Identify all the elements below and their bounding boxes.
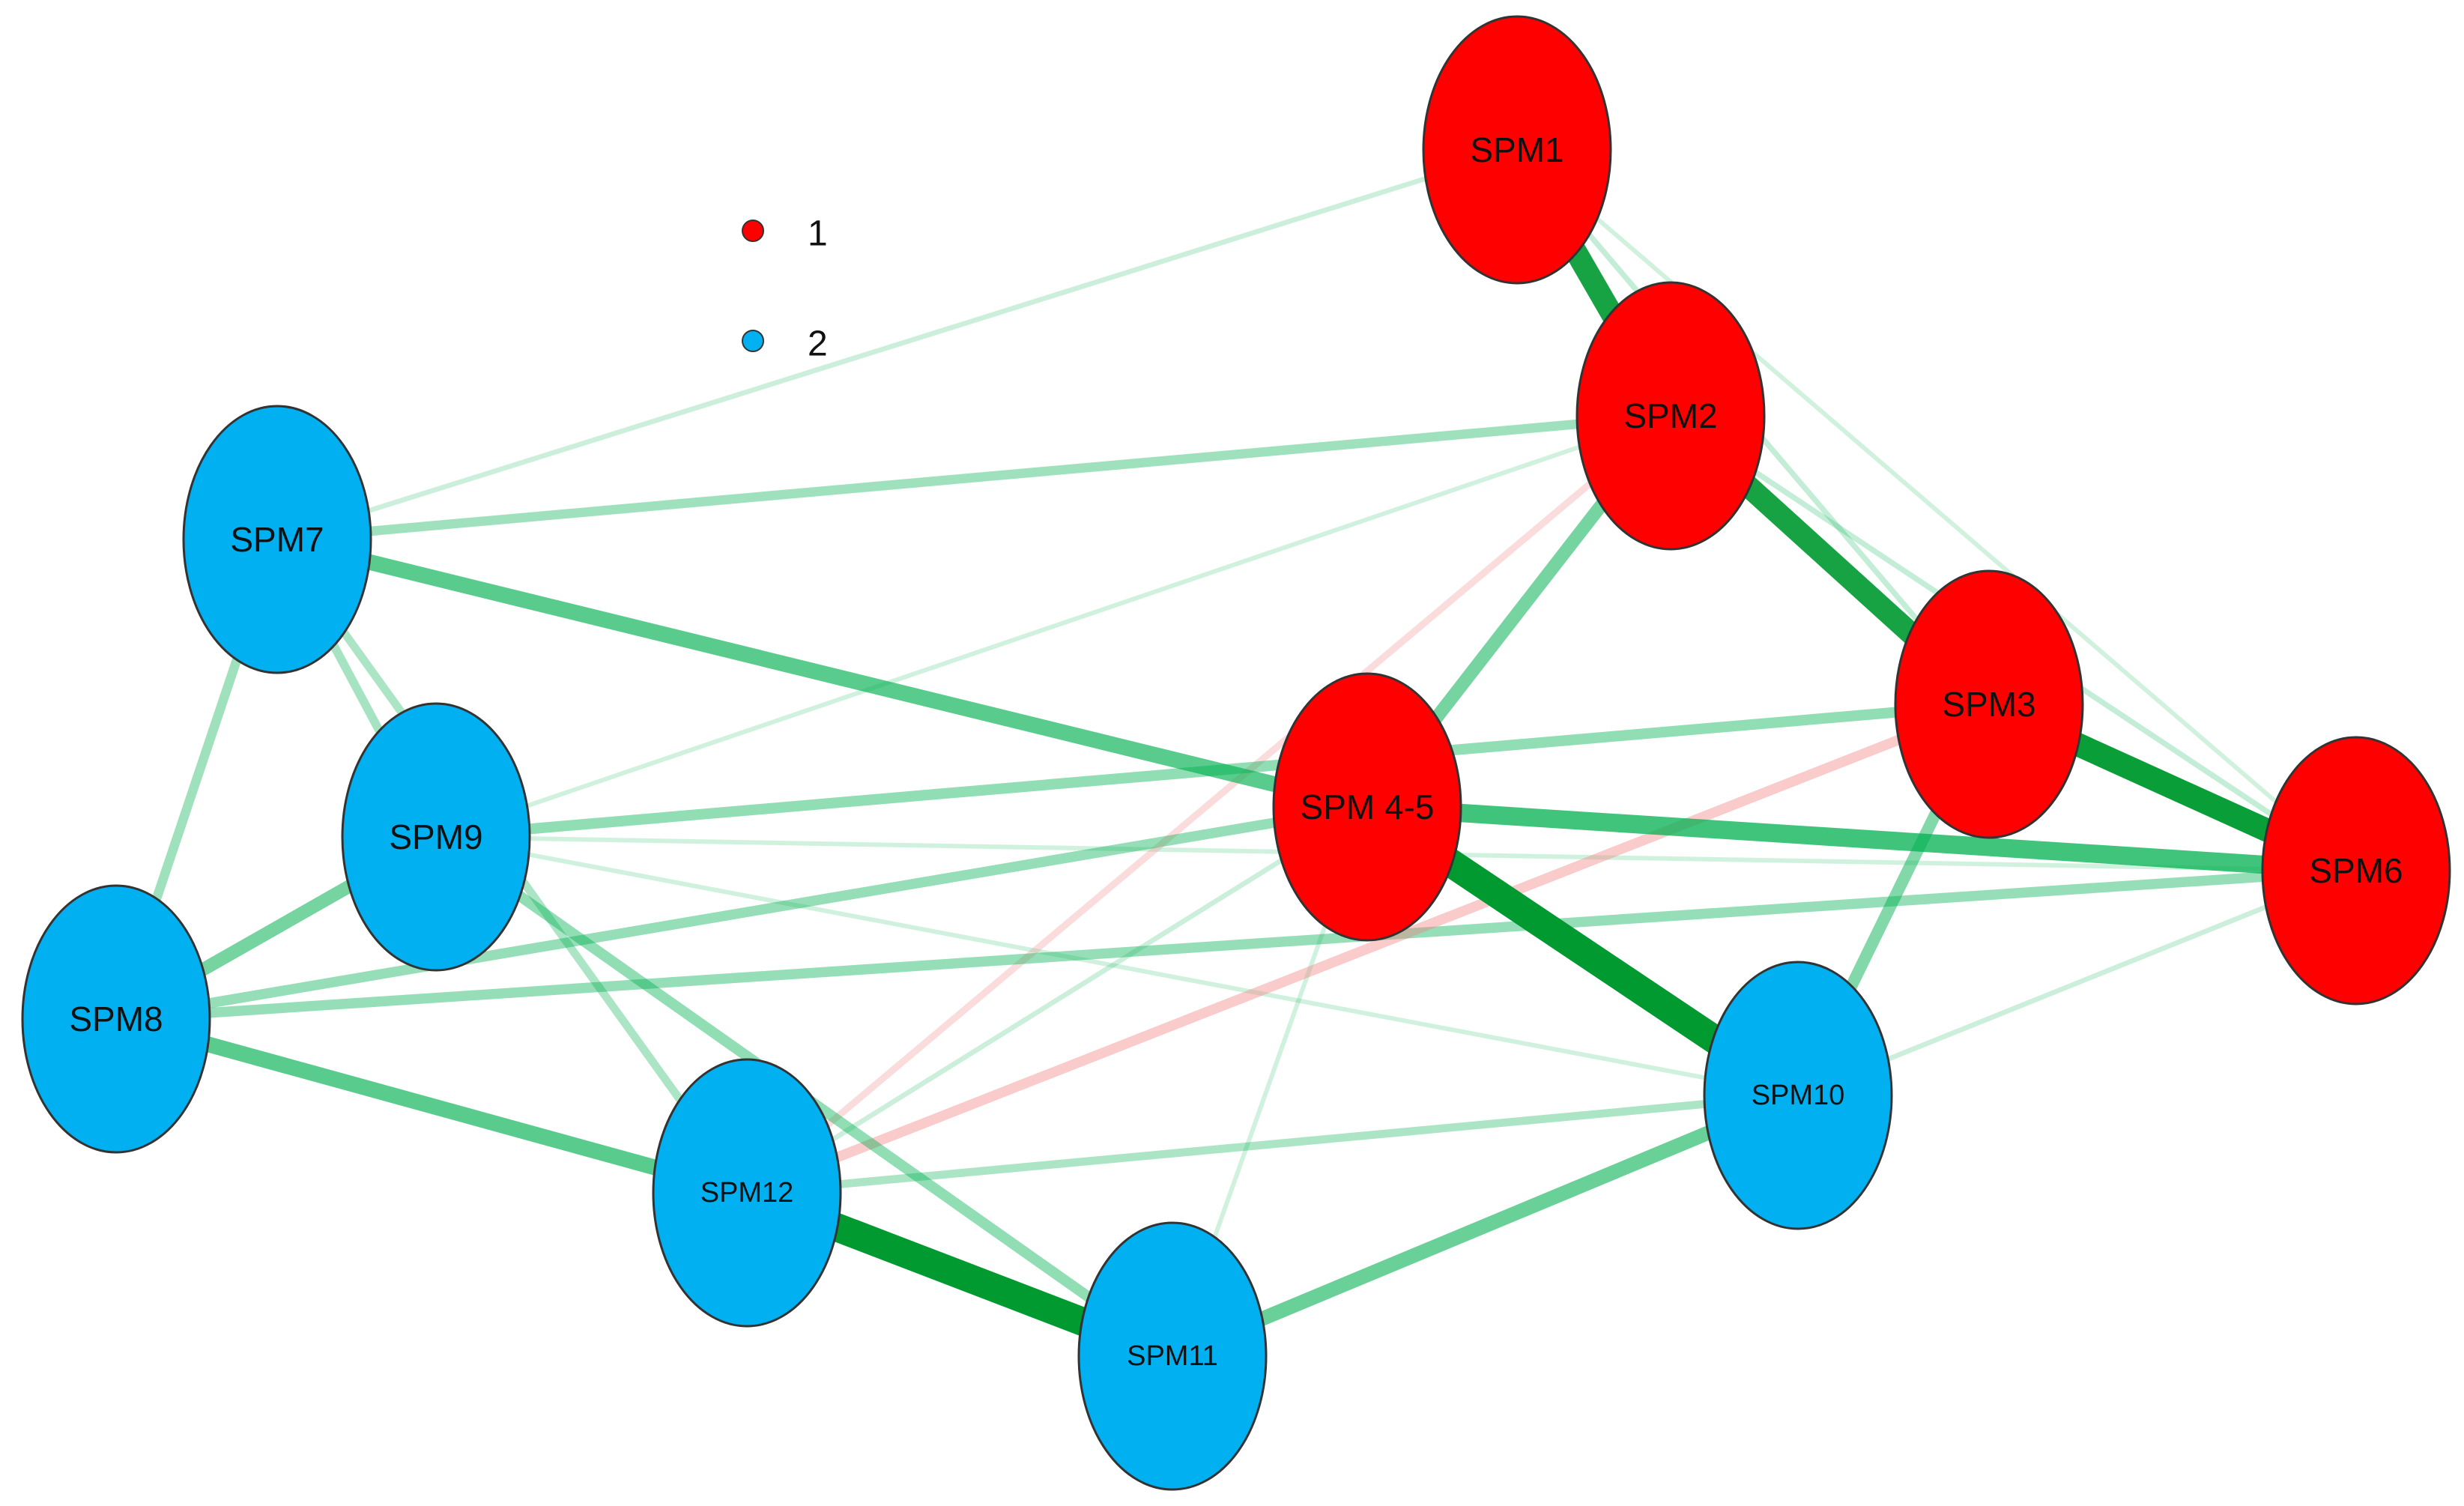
edge-spm8-spm6 — [115, 865, 2357, 1024]
node-spm9: SPM9 — [341, 702, 531, 972]
node-label-spm3: SPM3 — [1942, 685, 2035, 724]
edge-spm12-spm2 — [745, 413, 1673, 1196]
node-label-spm10: SPM10 — [1752, 1080, 1845, 1111]
node-shape-spm3 — [1894, 569, 2084, 839]
node-spm8: SPM8 — [21, 884, 211, 1154]
edge-spm12-spm10 — [746, 1091, 1799, 1197]
node-spm11: SPM11 — [1077, 1221, 1268, 1491]
edge-spm8-spm45 — [115, 802, 1369, 1024]
node-label-spm6: SPM6 — [2309, 851, 2403, 890]
node-shape-spm7 — [182, 405, 372, 674]
edge-spm8-spm12 — [114, 1011, 749, 1201]
node-spm1: SPM1 — [1422, 15, 1612, 285]
node-spm2: SPM2 — [1575, 281, 1766, 551]
node-shape-spm45 — [1272, 672, 1462, 942]
edge-spm9-spm2 — [435, 414, 1671, 839]
node-shape-spm10 — [1703, 961, 1893, 1230]
legend-label-2: 2 — [808, 324, 828, 364]
edge-spm9-spm10 — [435, 835, 1799, 1098]
node-spm3: SPM3 — [1894, 569, 2084, 839]
node-shape-spm1 — [1422, 15, 1612, 285]
node-label-spm7: SPM7 — [230, 520, 324, 559]
edge-spm10-spm6 — [1796, 868, 2358, 1098]
node-label-spm1: SPM1 — [1470, 130, 1564, 169]
legend-swatch-2 — [742, 330, 764, 352]
legend-swatch-1 — [742, 220, 764, 242]
node-shape-spm9 — [341, 702, 531, 972]
edge-spm12-spm3 — [745, 699, 1991, 1198]
node-spm10: SPM10 — [1703, 961, 1893, 1230]
edge-spm7-spm45 — [275, 531, 1369, 815]
edge-spm1-spm6 — [1516, 148, 2358, 873]
node-label-spm45: SPM 4-5 — [1301, 787, 1435, 826]
node-spm6: SPM6 — [2261, 736, 2451, 1005]
node-shape-spm11 — [1077, 1221, 1268, 1491]
node-label-spm2: SPM2 — [1623, 396, 1717, 435]
node-label-spm12: SPM12 — [700, 1177, 794, 1209]
node-shape-spm6 — [2261, 736, 2451, 1005]
edge-spm45-spm6 — [1366, 797, 2357, 880]
node-spm7: SPM7 — [182, 405, 372, 674]
edge-spm12-spm45 — [745, 805, 1369, 1195]
node-shape-spm8 — [21, 884, 211, 1154]
edge-spm7-spm1 — [276, 147, 1519, 542]
node-spm12: SPM12 — [652, 1058, 842, 1328]
legend-label-1: 1 — [808, 214, 828, 254]
node-shape-spm2 — [1575, 281, 1766, 551]
node-label-spm9: SPM9 — [389, 817, 482, 856]
edge-spm7-spm2 — [276, 411, 1671, 545]
node-spm45: SPM 4-5 — [1272, 672, 1462, 942]
legend: 1 2 — [742, 214, 828, 364]
edge-spm11-spm10 — [1169, 1089, 1801, 1363]
node-label-spm8: SPM8 — [69, 1000, 163, 1038]
node-shape-spm12 — [652, 1058, 842, 1328]
node-label-spm11: SPM11 — [1127, 1340, 1218, 1372]
